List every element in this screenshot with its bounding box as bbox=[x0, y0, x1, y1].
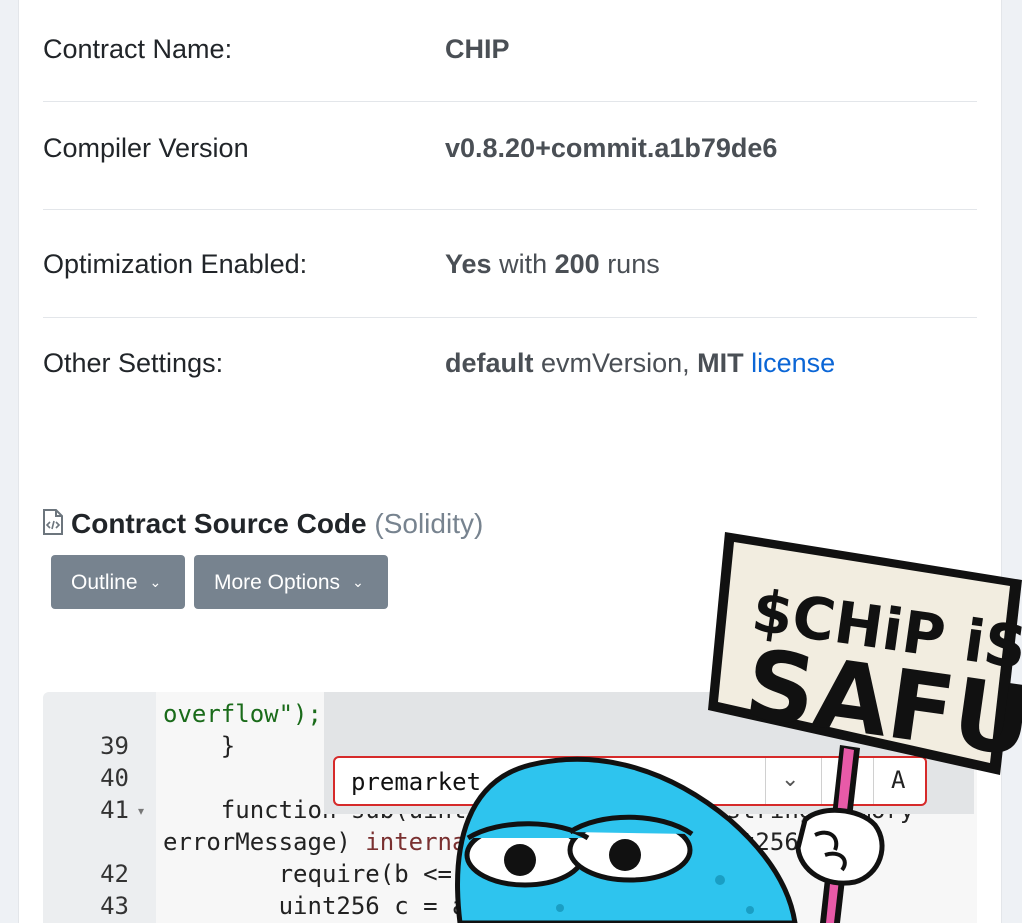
source-language: (Solidity) bbox=[374, 508, 484, 539]
chevron-down-icon: ⌄ bbox=[149, 574, 162, 590]
divider bbox=[821, 758, 822, 804]
chevron-down-icon: ⌄ bbox=[352, 574, 364, 590]
optimization-label: Optimization Enabled: bbox=[43, 249, 308, 279]
contract-name-text: CHIP bbox=[445, 34, 510, 64]
other-settings-value: default evmVersion, MIT license bbox=[445, 348, 835, 379]
code-token: errorMessage) bbox=[163, 828, 366, 856]
line-number: 40 bbox=[100, 764, 129, 792]
license-link[interactable]: license bbox=[751, 348, 836, 378]
divider bbox=[43, 209, 977, 210]
divider bbox=[765, 758, 766, 804]
divider bbox=[43, 101, 977, 102]
compiler-text: v0.8.20+commit.a1b79de6 bbox=[445, 133, 778, 163]
fold-arrow-icon[interactable]: ▾ bbox=[138, 804, 145, 818]
code-line: overflow"); bbox=[163, 700, 322, 728]
evm-version-text: evmVersion, bbox=[541, 348, 690, 378]
line-number: 42 bbox=[100, 860, 129, 888]
more-options-button[interactable]: More Options ⌄ bbox=[194, 555, 388, 609]
mascot-hand bbox=[795, 807, 885, 886]
line-number: 43 bbox=[100, 892, 129, 920]
line-number-gutter: 39 40 41 ▾ 42 43 bbox=[43, 692, 156, 923]
find-dropdown-icon[interactable]: ⌄ bbox=[781, 766, 800, 791]
divider bbox=[43, 317, 977, 318]
optimization-runs-count: 200 bbox=[554, 249, 600, 279]
compiler-label: Compiler Version bbox=[43, 133, 249, 163]
contract-name-label: Contract Name: bbox=[43, 34, 233, 64]
chip-safu-sticker: $CHiP iS SAFU bbox=[455, 532, 1022, 923]
sign-board: $CHiP iS SAFU bbox=[708, 532, 1022, 779]
outline-button[interactable]: Outline ⌄ bbox=[51, 555, 185, 609]
optimization-yes: Yes bbox=[445, 249, 492, 279]
evm-default: default bbox=[445, 348, 534, 378]
code-file-icon bbox=[43, 509, 63, 542]
outline-button-label: Outline bbox=[71, 571, 138, 594]
contract-name-value: CHIP bbox=[445, 34, 510, 65]
other-settings-label: Other Settings: bbox=[43, 348, 224, 378]
match-case-toggle[interactable]: A bbox=[891, 766, 906, 794]
optimization-value: Yes with 200 runs bbox=[445, 249, 660, 280]
source-code-heading: Contract Source Code (Solidity) bbox=[43, 508, 483, 542]
license-type: MIT bbox=[697, 348, 744, 378]
code-line: } bbox=[163, 732, 236, 760]
optimization-runs-word: runs bbox=[607, 249, 660, 279]
more-options-button-label: More Options bbox=[214, 571, 341, 594]
find-input-value: premarket bbox=[351, 768, 482, 796]
line-number: 41 bbox=[100, 796, 129, 824]
line-number: 39 bbox=[100, 732, 129, 760]
source-code-title: Contract Source Code bbox=[71, 508, 367, 539]
divider bbox=[873, 758, 874, 804]
compiler-value: v0.8.20+commit.a1b79de6 bbox=[445, 133, 777, 164]
optimization-with: with bbox=[499, 249, 548, 279]
mascot bbox=[455, 756, 798, 923]
